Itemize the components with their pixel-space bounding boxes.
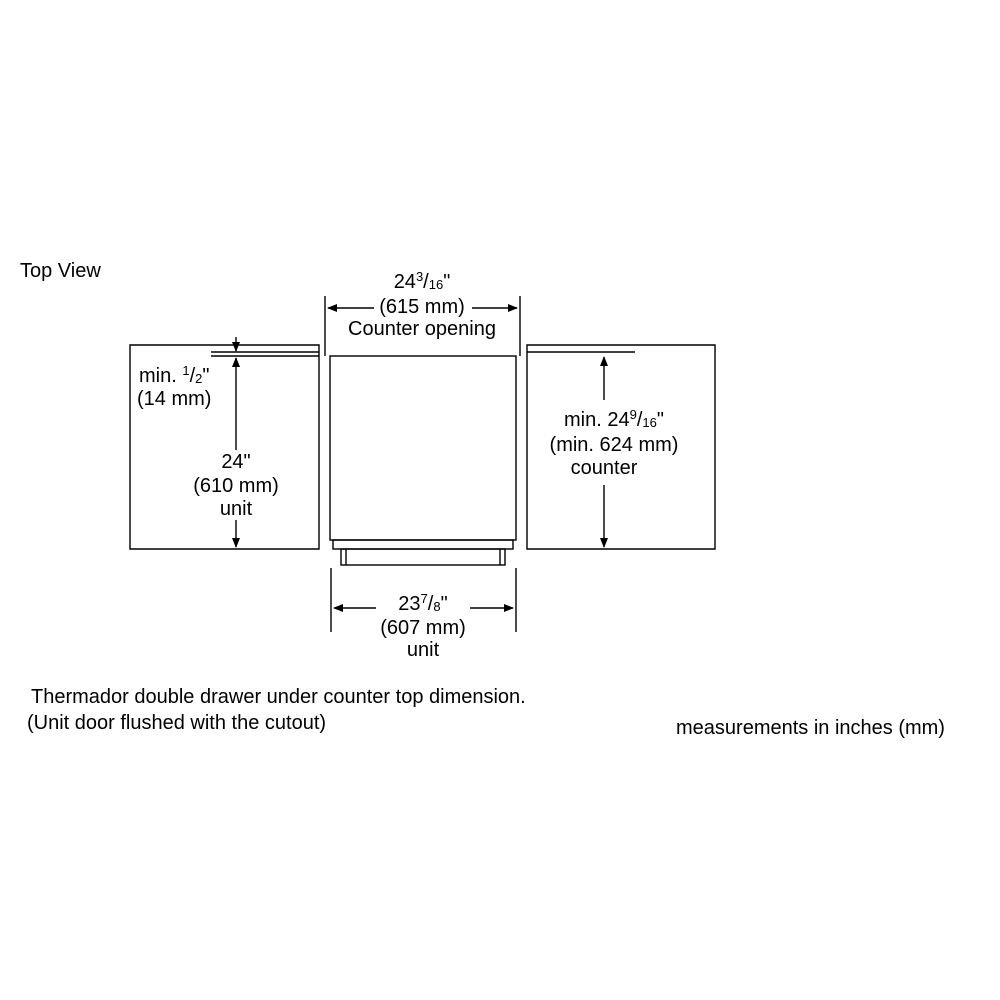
view-label: Top View <box>20 260 101 282</box>
counter-depth-imperial-text: min. 249/16" <box>561 407 667 431</box>
counter-depth-whole: 24 <box>607 409 630 431</box>
counter-depth-metric-text: (min. 624 mm) <box>546 434 682 456</box>
right-counter-outline <box>526 344 716 550</box>
min-gap-metric: (14 mm) <box>137 388 212 410</box>
counter-opening-label: Counter opening <box>348 318 496 340</box>
counter-opening-metric-text: (615 mm) <box>376 296 468 318</box>
unit-cabinet <box>329 355 517 541</box>
counter-depth-inch-mark: " <box>656 409 664 431</box>
units-note: measurements in inches (mm) <box>676 717 945 739</box>
counter-opening-imperial: 243/16" <box>393 269 451 293</box>
unit-width-label: unit <box>406 639 440 661</box>
unit-depth-metric: (610 mm) <box>193 475 279 497</box>
unit-depth-imperial: 24" <box>221 451 251 473</box>
min-gap-inch-mark: " <box>202 365 210 387</box>
unit-width-metric: (607 mm) <box>380 617 466 639</box>
counter-opening-denominator: 16 <box>428 277 444 292</box>
min-gap-denominator: 2 <box>195 371 203 386</box>
counter-depth-metric: (min. 624 mm) <box>514 434 714 456</box>
counter-opening-numerator: 3 <box>415 269 424 284</box>
counter-opening-whole: 24 <box>393 271 416 293</box>
unit-width-denominator: 8 <box>433 599 441 614</box>
unit-depth-label: unit <box>219 498 253 520</box>
counter-depth-denominator: 16 <box>642 415 657 430</box>
min-gap-numerator: 1 <box>182 363 190 378</box>
unit-width-inch-mark: " <box>440 593 448 615</box>
counter-opening-metric: (615 mm) <box>322 296 522 318</box>
caption-line-2: (Unit door flushed with the cutout) <box>27 712 327 734</box>
min-gap-imperial: min. 1/2" <box>139 363 210 387</box>
unit-width-imperial: 237/8" <box>398 591 448 615</box>
unit-width-numerator: 7 <box>420 591 428 606</box>
counter-depth-imperial: min. 249/16" <box>524 407 704 431</box>
counter-depth-label-text: counter <box>567 457 641 479</box>
left-counter-outline <box>129 344 320 550</box>
drawer-handle <box>340 548 506 566</box>
counter-opening-inch-mark: " <box>443 271 451 293</box>
caption-line-1: Thermador double drawer under counter to… <box>31 686 526 708</box>
counter-depth-numerator: 9 <box>629 407 637 422</box>
counter-depth-label: counter <box>514 457 694 479</box>
drawer-front <box>332 539 514 550</box>
unit-width-whole: 23 <box>398 593 421 615</box>
counter-depth-prefix: min. <box>564 409 602 431</box>
min-gap-prefix: min. <box>139 365 177 387</box>
